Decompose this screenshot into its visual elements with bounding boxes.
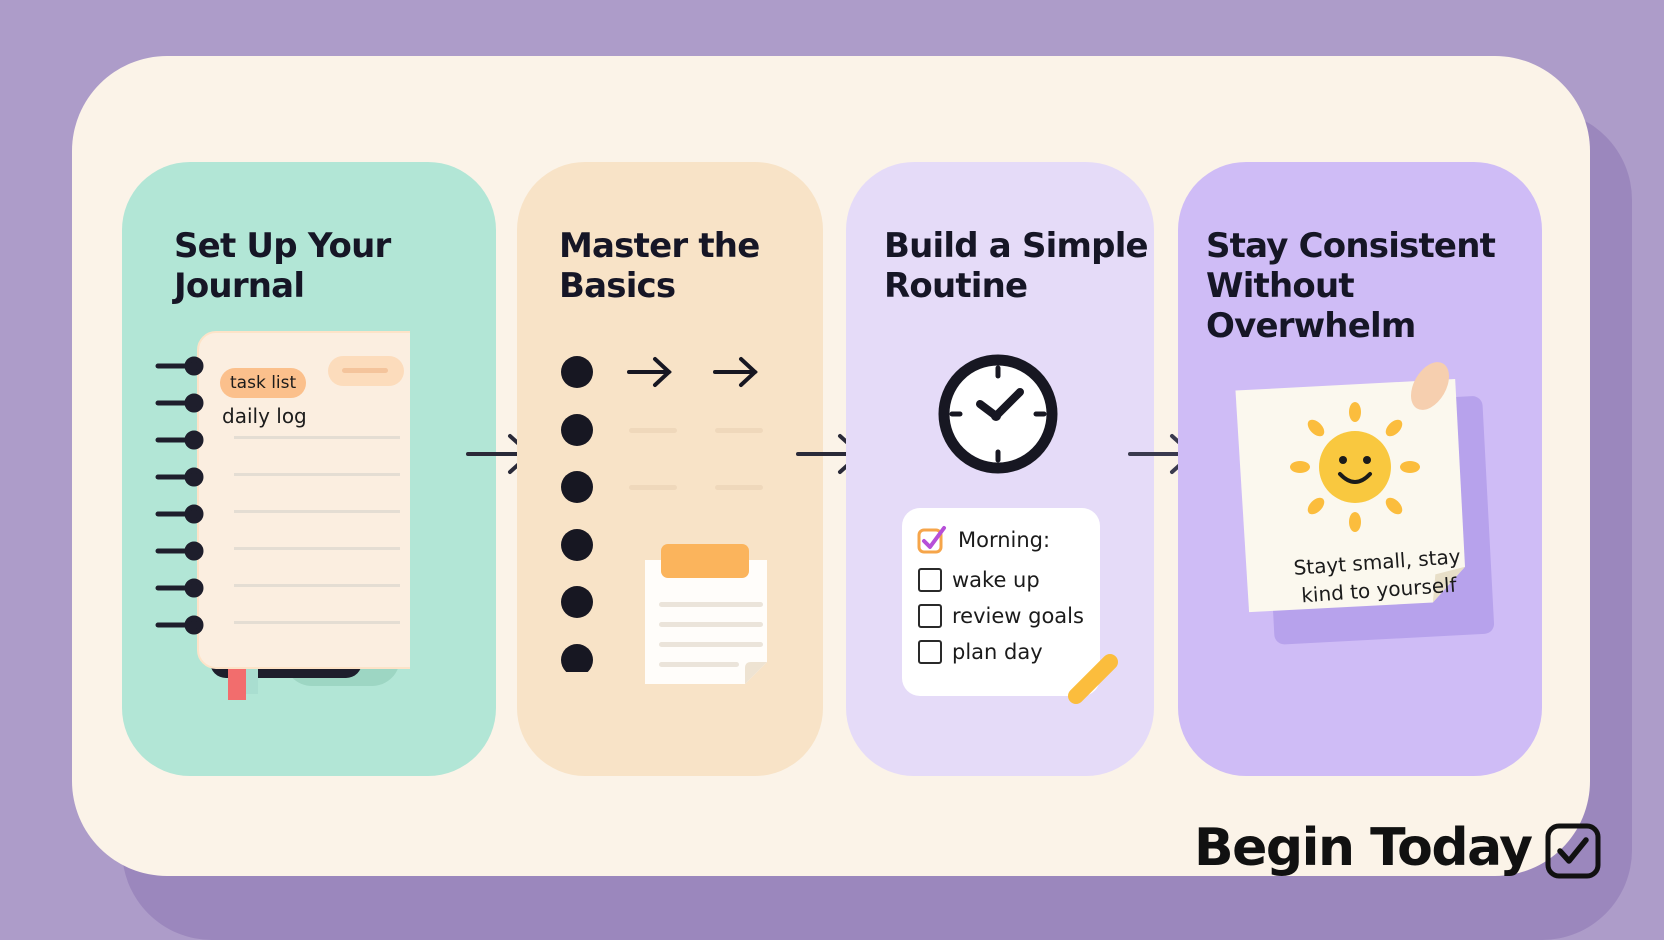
checkbox[interactable]: [918, 568, 942, 592]
routine-item[interactable]: plan day: [918, 640, 1043, 664]
step-title: Stay Consistent Without Overwhelm: [1206, 226, 1496, 346]
routine-heading-row: Morning:: [916, 524, 1050, 556]
routine-item[interactable]: wake up: [918, 568, 1040, 592]
daily-log-label: daily log: [222, 404, 307, 428]
step-title: Master the Basics: [559, 226, 760, 306]
routine-item-label: review goals: [952, 604, 1084, 628]
begin-today-label: Begin Today: [1194, 818, 1533, 878]
pencil-icon: [1068, 654, 1118, 704]
checkbox[interactable]: [918, 604, 942, 628]
checkbox-checked-icon: [1545, 823, 1601, 879]
step-panel-routine: Build a Simple Routine Morning:: [846, 162, 1154, 776]
routine-checklist: Morning: wake up review goals plan day: [902, 508, 1100, 696]
smiling-sun-icon: [1290, 402, 1420, 532]
infographic-card: Set Up Your Journal: [72, 56, 1601, 879]
sticky-note-icon: [645, 544, 767, 684]
task-list-tag: task list: [220, 368, 307, 398]
clock-icon: [938, 354, 1058, 474]
routine-item[interactable]: review goals: [918, 604, 1084, 628]
checked-box-icon: [917, 526, 946, 554]
bullet-key-illustration: [561, 356, 763, 672]
step-panel-setup: Set Up Your Journal: [122, 162, 496, 776]
routine-item-label: plan day: [952, 640, 1043, 664]
step-panel-consistency: Stay Consistent Without Overwhelm: [1178, 162, 1542, 776]
routine-heading: Morning:: [958, 528, 1051, 552]
checkbox[interactable]: [918, 640, 942, 664]
step-title: Set Up Your Journal: [174, 226, 391, 306]
notebook-illustration: [155, 331, 410, 700]
step-title: Build a Simple Routine: [884, 226, 1149, 306]
routine-item-label: wake up: [952, 568, 1040, 592]
step-panel-basics: Master the Basics: [517, 162, 823, 776]
